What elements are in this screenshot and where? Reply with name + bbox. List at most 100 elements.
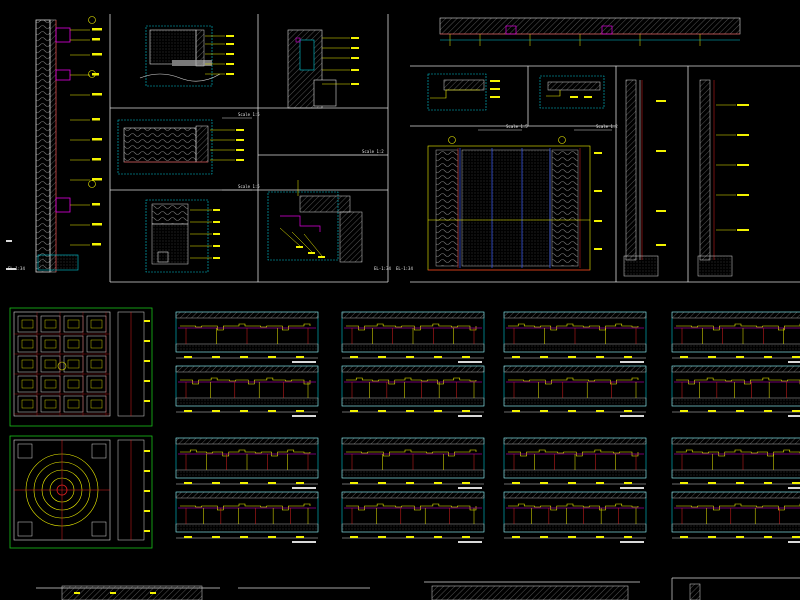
dimension-tick: [184, 536, 192, 538]
dimension-tick: [540, 482, 548, 484]
dimension-tick: [184, 482, 192, 484]
sheet-tl-tag: EL-1:34: [374, 266, 391, 271]
dimension-tick: [680, 536, 688, 538]
dimension-tick: [296, 356, 304, 358]
sheet-top-right: Scale 1:5 Scale 1:2: [396, 17, 800, 283]
coffer-grid: [14, 312, 110, 416]
floor-slab: [175, 523, 319, 533]
ceiling-slab: [671, 437, 800, 445]
dimension-tick: [240, 482, 248, 484]
section-panel: [671, 437, 800, 489]
dimension-tick: [434, 482, 442, 484]
light-fixture-icon: [57, 361, 67, 371]
dimension-tick: [708, 536, 716, 538]
floor-slab: [671, 397, 800, 407]
section-panel: [503, 365, 647, 417]
dimension-tick: [792, 482, 800, 484]
section-panel: [175, 491, 319, 543]
dimension-tick: [212, 482, 220, 484]
wall-section-right-b: [697, 79, 749, 277]
detail-d: Scale 1:2: [287, 29, 384, 156]
dimension-tick: [434, 356, 442, 358]
dimension-tick: [764, 536, 772, 538]
dimension-tick: [540, 410, 548, 412]
section-caption: [292, 487, 316, 489]
ceiling-slab: [341, 365, 485, 373]
ceiling-profile: [676, 377, 800, 385]
ceiling-slab: [503, 437, 647, 445]
dimension-tick: [512, 482, 520, 484]
section-caption: [458, 487, 482, 489]
dimension-tick: [212, 410, 220, 412]
dimension-tick: [406, 410, 414, 412]
dimension-tick: [596, 536, 604, 538]
section-elevations: [175, 311, 800, 543]
coffer-inset: [44, 399, 57, 409]
dimension-tick: [378, 536, 386, 538]
dimension-tick: [184, 356, 192, 358]
floor-slab: [175, 469, 319, 479]
ceiling-slab: [175, 437, 319, 445]
section-caption: [620, 415, 644, 417]
coffer-inset: [21, 359, 34, 369]
dimension-tick: [378, 482, 386, 484]
floor-slab: [503, 469, 647, 479]
floor-slab: [175, 343, 319, 353]
section-panel: [175, 311, 319, 363]
ceiling-profile: [508, 323, 639, 331]
detail-f-scale: Scale 1:5: [506, 124, 528, 129]
floor-slab: [341, 343, 485, 353]
wall-elevation: [427, 136, 602, 271]
floor-slab: [671, 469, 800, 479]
ceiling-profile: [676, 449, 800, 457]
dimension-tick: [212, 536, 220, 538]
ceiling-profile: [676, 323, 800, 331]
floor-slab: [175, 397, 319, 407]
coffer-inset: [44, 339, 57, 349]
dimension-tick: [568, 482, 576, 484]
dimension-tick: [434, 410, 442, 412]
detail-e: [267, 180, 363, 263]
dimension-tick: [350, 536, 358, 538]
section-panel: [503, 311, 647, 363]
dimension-tick: [680, 482, 688, 484]
section-caption: [620, 541, 644, 543]
section-caption: [458, 361, 482, 363]
coffer-inset: [90, 339, 103, 349]
floor-slab: [671, 343, 800, 353]
section-caption: [458, 415, 482, 417]
floor-slab: [671, 523, 800, 533]
ceiling-slab: [341, 437, 485, 445]
grid-bubble-icon: [448, 136, 456, 144]
ceiling-slab: [175, 365, 319, 373]
ceiling-plan-circular: [9, 435, 153, 549]
dimension-tick: [568, 410, 576, 412]
section-panel: [341, 437, 485, 489]
ceiling-profile: [346, 503, 477, 511]
ceiling-profile: [346, 323, 477, 331]
dimension-tick: [624, 536, 632, 538]
dimension-tick: [624, 356, 632, 358]
ceiling-strip: [439, 17, 741, 46]
ceiling-slab: [671, 311, 800, 319]
dimension-tick: [240, 410, 248, 412]
grid-bubble-icon: [88, 70, 96, 78]
dimension-tick: [624, 410, 632, 412]
section-panel: [671, 491, 800, 543]
floor-slab: [341, 523, 485, 533]
coffer-inset: [21, 399, 34, 409]
dimension-tick: [240, 536, 248, 538]
section-panel: [671, 311, 800, 363]
ceiling-slab: [671, 365, 800, 373]
coffer-inset: [21, 379, 34, 389]
coffer-inset: [44, 319, 57, 329]
dimension-tick: [268, 356, 276, 358]
dimension-tick: [568, 536, 576, 538]
ceiling-slab: [503, 311, 647, 319]
dimension-tick: [596, 410, 604, 412]
dimension-tick: [568, 356, 576, 358]
detail-a: [139, 25, 234, 87]
dimension-tick: [596, 482, 604, 484]
coffer-inset: [67, 379, 80, 389]
